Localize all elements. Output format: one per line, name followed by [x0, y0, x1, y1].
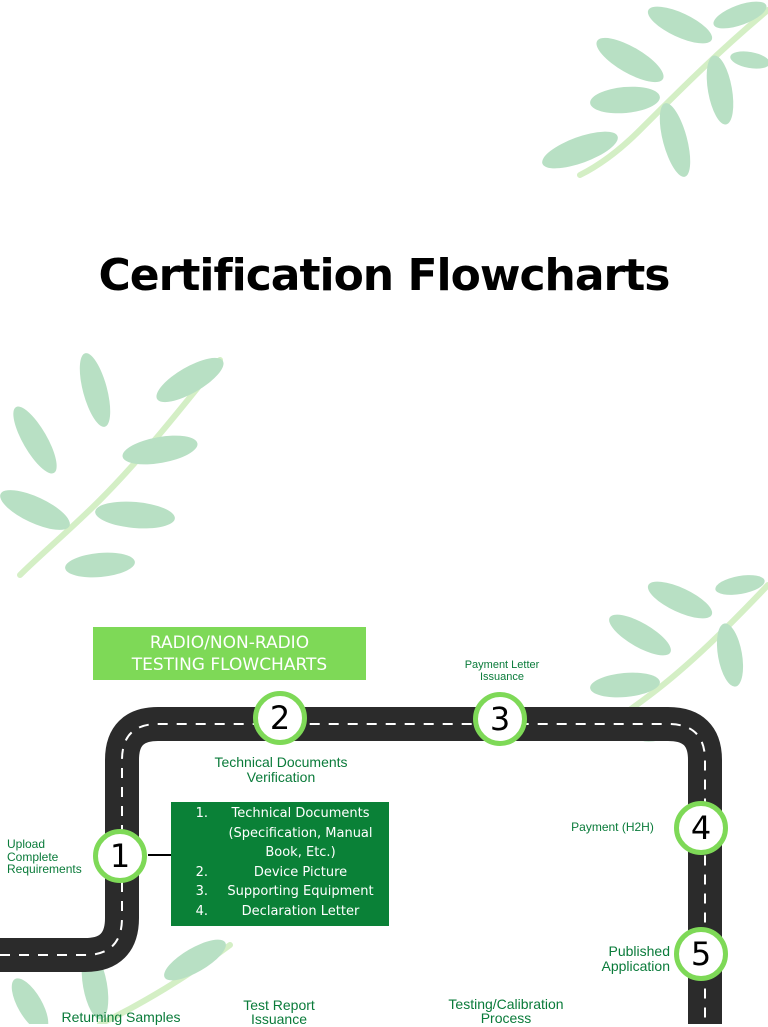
step-5-label: Published Application [580, 943, 671, 974]
requirement-text: Device Picture [253, 864, 348, 880]
requirement-item: 4. Declaration Letter [171, 902, 389, 922]
step-4-label-line-1: Payment (H2H) [571, 820, 654, 834]
flowchart-header-line-1: RADIO/NON-RADIO [149, 632, 310, 653]
step-1-label-line-2: Complete [7, 849, 59, 864]
step-1-label-line-3: Requirements [7, 862, 82, 876]
leaf-branch-top-right-icon [542, 1, 768, 178]
page-title: Certification Flowcharts [98, 250, 671, 301]
flowchart-header: RADIO/NON-RADIO TESTING FLOWCHARTS [93, 627, 366, 680]
leaf-branch-left-icon [0, 353, 224, 578]
requirement-num: 3. [195, 884, 208, 899]
requirement-item: 3. Supporting Equipment [171, 882, 389, 902]
step-4-node: 4 [674, 801, 728, 855]
test-report-line-2: Issuance [250, 1011, 308, 1027]
step-3-node: 3 [473, 692, 527, 746]
step-2-label: Technical Documents Verification [196, 755, 366, 785]
step-4-label: Payment (H2H) [555, 820, 670, 834]
step-5-label-line-1: Published [608, 943, 671, 959]
returning-samples-label: Returning Samples [61, 1009, 181, 1025]
requirement-num: 1. [195, 806, 208, 821]
requirement-text: Supporting Equipment [227, 884, 374, 899]
step-2-label-line-1: Technical Documents [214, 754, 348, 770]
testing-calibration-line-1: Testing/Calibration [448, 996, 564, 1012]
requirement-text: Technical Documents (Specification, Manu… [228, 806, 373, 860]
requirement-num: 4. [195, 903, 208, 919]
step-3-label-line-2: Issuance [479, 671, 525, 683]
step-2-node: 2 [253, 691, 307, 745]
requirement-num: 2. [195, 864, 208, 880]
requirements-box: 1. Technical Documents (Specification, Ma… [171, 802, 389, 926]
step-5-label-line-2: Application [601, 958, 671, 974]
testing-calibration-line-2: Process [480, 1010, 532, 1026]
flowchart-header-line-2: TESTING FLOWCHARTS [131, 654, 328, 675]
step-1-label: Upload Complete Requirements [7, 838, 82, 876]
step-3-label-line-1: Payment Letter [464, 659, 540, 671]
requirement-item: 1. Technical Documents (Specification, Ma… [171, 804, 389, 863]
step-1-node: 1 [93, 829, 147, 883]
test-report-line-1: Test Report [243, 997, 315, 1013]
test-report-label: Test Report Issuance [224, 998, 334, 1026]
step-1-label-line-1: Upload [7, 837, 46, 851]
step-5-node: 5 [674, 927, 728, 981]
step-3-label: Payment Letter Issuance [442, 659, 562, 683]
testing-calibration-label: Testing/Calibration Process [431, 997, 581, 1025]
requirement-item: 2. Device Picture [171, 863, 389, 883]
requirement-text: Declaration Letter [241, 903, 360, 919]
step-2-label-line-2: Verification [246, 769, 316, 785]
requirements-connector [148, 854, 171, 856]
requirements-list: 1. Technical Documents (Specification, Ma… [171, 804, 389, 921]
